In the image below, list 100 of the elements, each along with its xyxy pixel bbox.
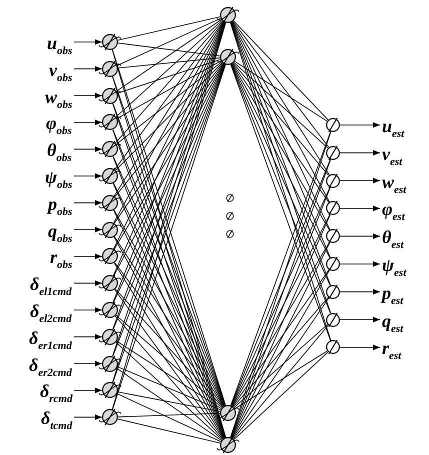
variable-label: q$_{est}$: [382, 310, 404, 331]
connection-line: [118, 57, 220, 68]
neuron-circle: [326, 312, 340, 327]
neuron-circle: [326, 340, 340, 354]
connection-line: [114, 262, 224, 407]
connection-line: [114, 316, 224, 440]
neuron-circle: [226, 230, 234, 238]
variable-label: u$_{obs}$: [47, 33, 72, 53]
arrow: [74, 388, 102, 394]
neuron-circle: [326, 257, 340, 271]
connection-line: [114, 62, 224, 197]
connection-line: [116, 62, 222, 145]
connection-line: [232, 63, 330, 204]
variable-label: p$_{obs}$: [48, 194, 72, 214]
variable-label: ψ$_{est}$: [382, 255, 406, 275]
connection-line: [233, 352, 328, 440]
connection-line: [116, 314, 222, 408]
connection-line: [232, 21, 330, 176]
variable-label: r$_{est}$: [382, 338, 402, 358]
neuron-circle: [326, 174, 340, 188]
connection-line: [115, 62, 223, 171]
connection-line: [234, 62, 328, 148]
neuron-circle: [226, 212, 234, 220]
neuron-circle: [226, 194, 234, 202]
arrow: [74, 92, 102, 98]
arrow: [340, 206, 380, 212]
arrow: [340, 344, 380, 350]
arrow: [74, 254, 102, 260]
connection-line: [117, 418, 221, 444]
connection-line: [118, 42, 220, 56]
arrow: [74, 307, 102, 313]
arrow: [74, 334, 102, 340]
connection-line: [234, 324, 328, 408]
variable-label: δ$_{el2cmd}$: [30, 301, 72, 321]
connection-line: [232, 296, 329, 408]
variable-label: θ$_{obs}$: [47, 140, 72, 160]
connection-line: [234, 350, 328, 410]
variable-label: δ$_{er2cmd}$: [29, 354, 72, 375]
variable-label: u$_{est}$: [382, 116, 404, 136]
connection-line: [116, 18, 222, 66]
connection-line: [116, 60, 222, 119]
connection-line: [117, 392, 221, 412]
variable-label: w$_{est}$: [382, 172, 406, 192]
variable-label: p$_{est}$: [382, 282, 404, 303]
arrow: [74, 280, 102, 286]
neuron-circle: [326, 201, 340, 216]
variable-label: q$_{obs}$: [48, 220, 72, 241]
arrow: [74, 66, 102, 72]
variable-label: φ$_{obs}$: [46, 113, 72, 134]
neuron-circle: [326, 229, 340, 244]
variable-label: δ$_{rcmd}$: [40, 381, 72, 402]
variable-label: w$_{obs}$: [45, 86, 72, 107]
arrow: [340, 150, 380, 156]
connection-line: [116, 340, 222, 410]
connection-line: [232, 324, 329, 440]
arrow: [74, 200, 102, 206]
connection-line: [114, 21, 224, 170]
variable-label: v$_{obs}$: [49, 60, 72, 80]
connection-line: [114, 289, 224, 439]
arrow: [340, 261, 380, 267]
variable-label: δ$_{el1cmd}$: [30, 274, 72, 294]
connection-line: [114, 288, 224, 408]
arrow: [74, 226, 102, 232]
arrow: [340, 233, 380, 239]
variable-label: δ$_{er1cmd}$: [29, 328, 72, 348]
arrow: [74, 173, 102, 179]
connection-line: [116, 19, 222, 92]
connection-line: [116, 342, 222, 440]
connection-line: [232, 269, 330, 407]
connection-line: [118, 412, 220, 418]
connection-line: [233, 20, 329, 120]
connection-line: [232, 297, 330, 439]
connection-line: [116, 368, 222, 441]
connection-line: [232, 20, 330, 148]
arrow: [340, 289, 380, 295]
arrow: [74, 414, 102, 420]
connection-line: [117, 16, 221, 41]
neuron-circle: [326, 118, 340, 132]
connection-line: [116, 393, 222, 442]
connection-line: [234, 60, 328, 122]
arrow: [340, 122, 380, 128]
arrow: [74, 360, 102, 366]
arrow: [340, 178, 380, 184]
neuron-circle: [326, 284, 340, 299]
connection-line: [116, 20, 222, 118]
connection-line: [117, 59, 221, 94]
arrow: [74, 120, 102, 126]
variable-label: ψ$_{obs}$: [45, 167, 72, 187]
connection-line: [116, 366, 222, 410]
variable-label: r$_{obs}$: [50, 247, 72, 268]
connection-line: [114, 20, 224, 144]
variable-label: v$_{est}$: [382, 144, 402, 164]
connection-line: [232, 62, 329, 176]
variable-label: δ$_{tcmd}$: [41, 408, 72, 428]
variable-label: θ$_{est}$: [382, 227, 404, 248]
neuron-circle: [326, 146, 340, 160]
arrow: [340, 316, 380, 322]
arrow: [74, 146, 102, 152]
connection-line: [232, 242, 330, 407]
variable-label: φ$_{est}$: [382, 199, 405, 220]
